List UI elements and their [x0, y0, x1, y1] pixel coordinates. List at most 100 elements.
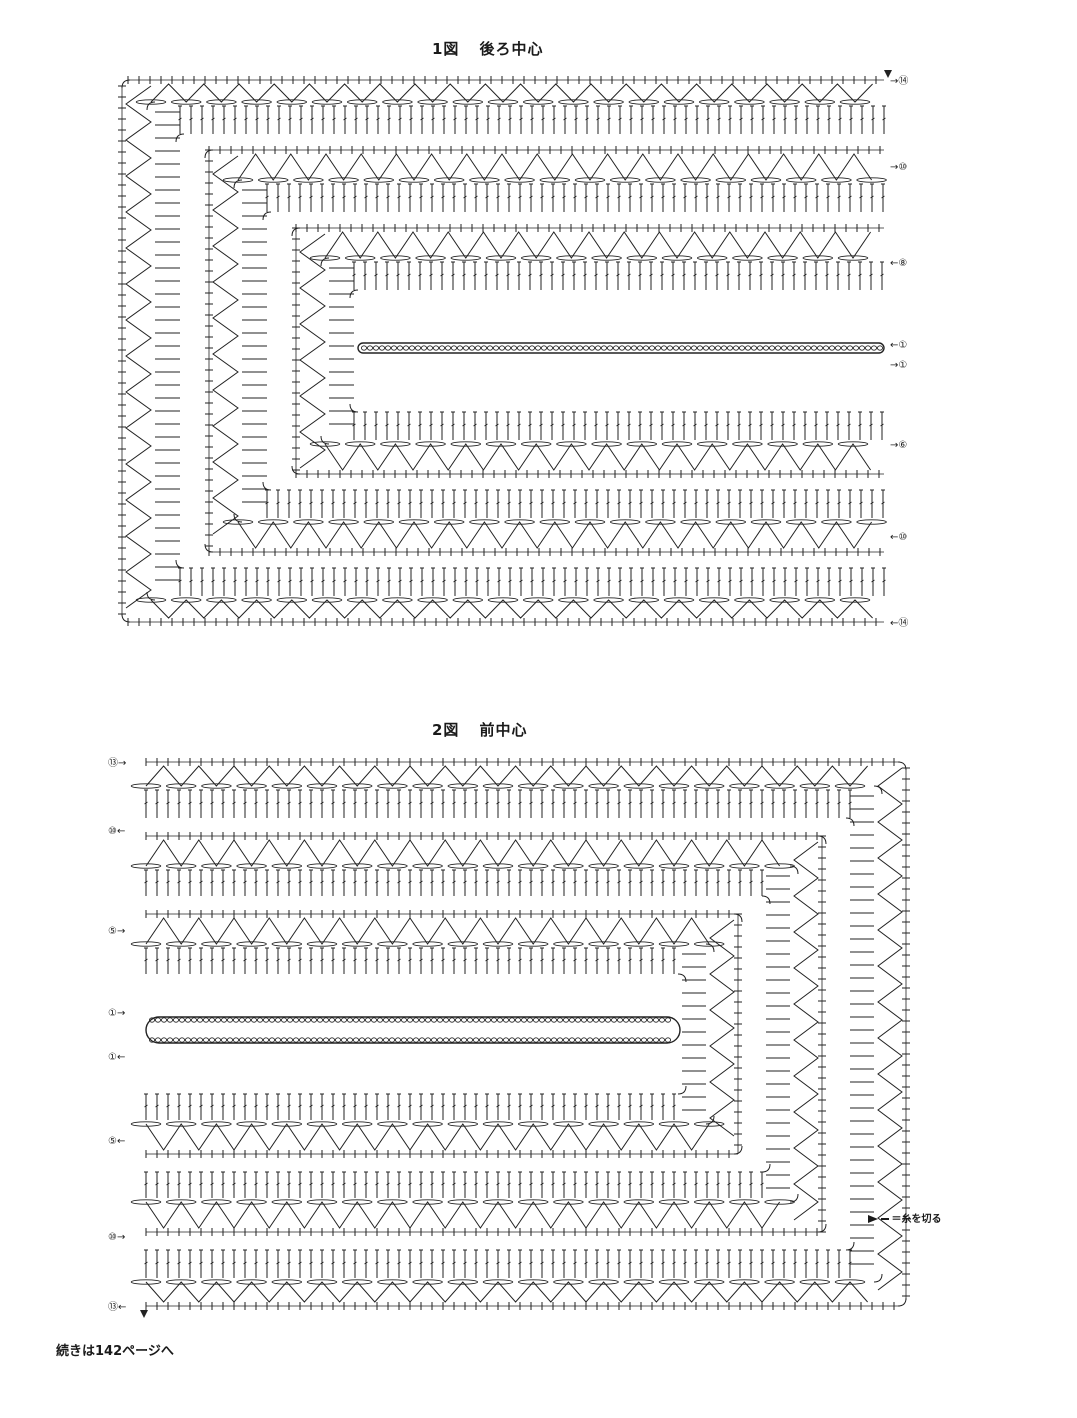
- chain-stitch: [629, 1037, 635, 1043]
- chain-stitch: [389, 1017, 395, 1023]
- chain-stitch: [173, 1037, 179, 1043]
- dc-stitch-bar: [320, 1104, 324, 1108]
- dc-stitch-bar: [309, 195, 313, 199]
- dc-stitch-bar: [638, 273, 642, 277]
- dc-stitch-bar: [221, 880, 225, 884]
- dc-stitch-bar: [221, 1182, 225, 1186]
- chain-stitch: [553, 941, 584, 947]
- dc-stitch-bar: [519, 579, 523, 583]
- dc-stitch-bar: [858, 423, 862, 427]
- dc-stitch-bar: [507, 801, 511, 805]
- chain-stitch: [363, 519, 395, 525]
- dc-stitch-bar: [661, 801, 665, 805]
- dc-stitch-bar: [177, 1261, 181, 1265]
- dc-stitch-bar: [584, 958, 588, 962]
- dc-stitch-bar: [693, 423, 697, 427]
- chain-stitch: [377, 1017, 383, 1023]
- dc-stitch-bar: [717, 579, 721, 583]
- dc-stitch-bar: [827, 579, 831, 583]
- dc-stitch-bar: [353, 501, 357, 505]
- dc-stitch-bar: [518, 958, 522, 962]
- chain-stitch: [628, 99, 660, 105]
- chain-stitch: [377, 1199, 408, 1205]
- dc-stitch-bar: [495, 273, 499, 277]
- chain-stitch: [227, 1037, 233, 1043]
- dc-stitch-bar: [496, 958, 500, 962]
- dc-stitch-bar: [539, 423, 543, 427]
- dc-stitch-bar: [793, 801, 797, 805]
- chain-stitch: [341, 1199, 373, 1205]
- chain-stitch: [317, 1017, 323, 1023]
- chain-stitch: [553, 863, 584, 869]
- dc-stitch-bar: [364, 801, 368, 805]
- chain-stitch: [397, 345, 403, 351]
- dc-stitch-bar: [561, 423, 565, 427]
- round-corner: [789, 865, 799, 875]
- chain-stitch: [317, 1037, 323, 1043]
- dc-stitch-bar: [353, 801, 357, 805]
- dc-stitch-bar: [662, 117, 666, 121]
- dc-stitch-bar: [496, 801, 500, 805]
- chain-stitch: [412, 941, 443, 947]
- chain-stitch: [347, 1037, 353, 1043]
- dc-stitch-bar: [221, 801, 225, 805]
- chain-stitch: [617, 1037, 623, 1043]
- dc-stitch-bar: [462, 423, 466, 427]
- dc-stitch-bar: [716, 501, 720, 505]
- chain-stitch: [239, 1017, 245, 1023]
- chain-stitch: [445, 345, 451, 351]
- chain-stitch: [461, 1037, 467, 1043]
- dc-stitch-bar: [419, 880, 423, 884]
- dc-stitch-bar: [200, 579, 204, 583]
- dc-stitch-bar: [276, 195, 280, 199]
- row-marker-7: ←⑩: [890, 532, 907, 543]
- chain-stitch: [617, 1017, 623, 1023]
- dc-stitch-bar: [616, 273, 620, 277]
- chain-stitch: [197, 1017, 203, 1023]
- chain-stitch: [431, 1017, 437, 1023]
- chain-stitch: [703, 345, 709, 351]
- chain-stitch: [293, 177, 324, 183]
- chain-v-loop: [150, 599, 873, 619]
- chain-stitch: [236, 1121, 267, 1127]
- dc-stitch-bar: [562, 1261, 566, 1265]
- dc-stitch-bar: [441, 195, 445, 199]
- dc-stitch-bar: [462, 273, 466, 277]
- dc-stitch-bar: [452, 958, 456, 962]
- chain-stitch: [667, 345, 673, 351]
- dc-stitch-bar: [276, 1104, 280, 1108]
- dc-stitch-bar: [331, 880, 335, 884]
- chain-stitch: [559, 345, 565, 351]
- dc-stitch-bar: [320, 880, 324, 884]
- round-corner: [320, 435, 330, 445]
- dc-stitch-bar: [397, 1104, 401, 1108]
- dc-stitch-bar: [430, 1182, 434, 1186]
- dc-stitch-bar: [728, 117, 732, 121]
- dc-stitch-bar: [155, 1182, 159, 1186]
- dc-stitch-bar: [210, 801, 214, 805]
- chain-stitch: [727, 345, 733, 351]
- chain-stitch: [823, 345, 829, 351]
- dc-stitch-bar: [507, 1104, 511, 1108]
- dc-stitch-bar: [254, 801, 258, 805]
- dc-stitch-bar: [496, 501, 500, 505]
- chain-stitch: [452, 99, 484, 105]
- dc-stitch-bar: [737, 423, 741, 427]
- chain-stitch: [837, 441, 869, 447]
- chain-stitch: [764, 1279, 795, 1285]
- dc-stitch-bar: [551, 880, 555, 884]
- chain-stitch: [485, 441, 517, 447]
- foundation-chain: [145, 1016, 681, 1044]
- dc-stitch-bar: [287, 880, 291, 884]
- dc-stitch-bar: [617, 1104, 621, 1108]
- dc-stitch-bar: [640, 117, 644, 121]
- chain-stitch: [263, 1017, 269, 1023]
- dc-stitch-bar: [430, 880, 434, 884]
- dc-stitch-bar: [770, 423, 774, 427]
- chain-stitch: [521, 1037, 527, 1043]
- chain-stitch: [433, 519, 465, 525]
- chain-stitch: [257, 177, 289, 183]
- dc-stitch-bar: [847, 423, 851, 427]
- chain-stitch: [409, 345, 415, 351]
- round-corner: [349, 403, 359, 413]
